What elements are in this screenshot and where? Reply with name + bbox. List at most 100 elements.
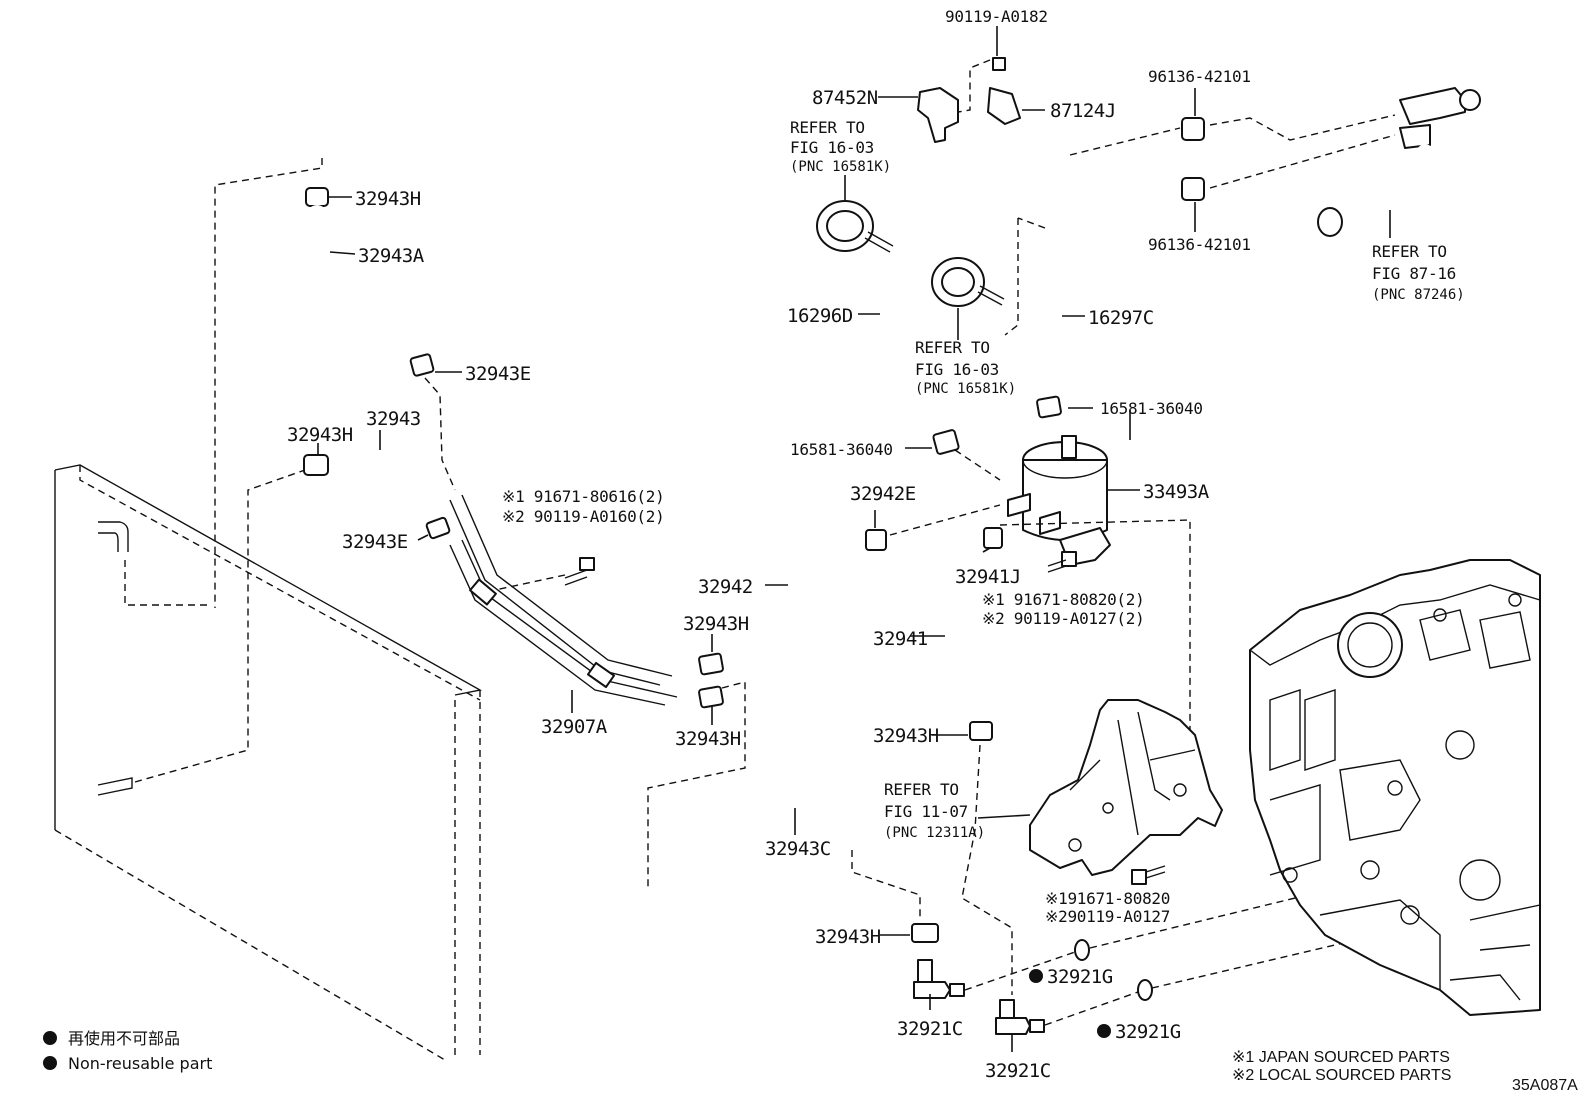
note-local-sourced: ※2 LOCAL SOURCED PARTS [1232, 1067, 1451, 1084]
label-16296d: 16296D [787, 305, 853, 327]
clamp-32943h-d [698, 685, 724, 709]
fitting-32921c-a [913, 959, 965, 999]
engine-block [1249, 559, 1541, 1016]
hose-clamp-16581k-a [816, 200, 894, 253]
label-32942: 32942 [698, 576, 753, 598]
label-refer-16-03-b-line1: REFER TO [915, 338, 990, 357]
oil-cooler-33493a [1007, 435, 1111, 566]
gasket-32921g-a [1074, 939, 1090, 961]
guide-left-top [214, 158, 323, 608]
label-32943e-b: 32943E [342, 531, 408, 553]
clamp-32943h-b [303, 454, 329, 476]
clamp-32943e-a [409, 353, 435, 377]
hose-32942 [698, 533, 857, 709]
clamp-32943h-f [911, 923, 939, 943]
label-bolt-b-line2: ※2 90119-A0127(2) [982, 609, 1144, 628]
label-refer-16-03-a-line1: REFER TO [790, 118, 865, 137]
hose-clamp-16581k-b [931, 257, 1005, 307]
clamp-16581-36040-b [1036, 395, 1062, 419]
figure-id: 35A087A [1512, 1077, 1578, 1094]
hose-32941 [900, 536, 993, 741]
label-33493a: 33493A [1143, 481, 1210, 503]
bolt-91671-80820-a [1047, 551, 1077, 573]
legend-non-reusable-jp: 再使用不可部品 [68, 1029, 180, 1048]
clamp-16581-36040-a [932, 429, 960, 455]
hose-16297c [1028, 191, 1169, 389]
label-16297c: 16297C [1088, 307, 1154, 329]
label-32943h-e: 32943H [873, 725, 939, 747]
label-32943h-d: 32943H [675, 728, 741, 750]
legend-non-reusable-en: Non-reusable part [68, 1054, 212, 1073]
leader-lines [317, 26, 1391, 1052]
label-32943h-c: 32943H [683, 613, 749, 635]
legend: 再使用不可部品 Non-reusable part [43, 1029, 212, 1073]
label-87452n: 87452N [812, 87, 878, 109]
radiator-outline [54, 464, 482, 1061]
clamp-96136-42101-top [1181, 117, 1205, 141]
label-32921g-b: 32921G [1115, 1021, 1181, 1043]
gasket-32921g-b [1137, 979, 1153, 1001]
clamp-32943h-e [969, 721, 993, 741]
note-japan-sourced: ※1 JAPAN SOURCED PARTS [1232, 1049, 1450, 1066]
label-32943h-f: 32943H [815, 926, 881, 948]
label-refer-16-03-b-line3: (PNC 16581K) [915, 381, 1016, 397]
bracket-87452n [917, 87, 959, 143]
clamp-32942e [865, 529, 887, 551]
clamp-96136-42101-bot [1181, 177, 1205, 201]
guide-32943h-d [647, 681, 746, 888]
clamp-32941j [983, 527, 1003, 549]
part-labels: 90119-A0182 87452N 87124J 96136-42101 96… [287, 7, 1465, 1082]
label-32943: 32943 [366, 408, 421, 430]
clamp-32943h-top [305, 187, 329, 207]
label-refer-11-07-line2: FIG 11-07 [884, 802, 968, 821]
label-32907a: 32907A [541, 716, 608, 738]
label-32943c: 32943C [765, 838, 831, 860]
hose-32943 [303, 442, 451, 540]
legend-dot-en [43, 1056, 57, 1070]
bracket-87124j [987, 87, 1021, 125]
hose-32943c [681, 789, 861, 904]
label-refer-87-16-line3: (PNC 87246) [1372, 287, 1465, 303]
label-32921c-a: 32921C [897, 1018, 963, 1040]
label-32941: 32941 [873, 628, 928, 650]
bolt-90119-a0182 [957, 57, 1006, 113]
label-refer-16-03-b-line2: FIG 16-03 [915, 360, 999, 379]
label-refer-11-07-line1: REFER TO [884, 780, 959, 799]
label-refer-87-16-line1: REFER TO [1372, 242, 1447, 261]
pipe-32907a [449, 494, 678, 706]
label-refer-87-16-line2: FIG 87-16 [1372, 264, 1456, 283]
label-32942e: 32942E [850, 483, 916, 505]
label-87124j: 87124J [1050, 100, 1116, 122]
label-90119-a0182: 90119-A0182 [945, 7, 1048, 26]
bolt-91671-80820-b [1131, 865, 1166, 885]
label-32921c-b: 32921C [985, 1060, 1051, 1082]
label-32921g-a: 32921G [1047, 966, 1113, 988]
mount-bracket-12311a [1029, 699, 1223, 876]
guide-32943e [424, 377, 456, 491]
label-16581-36040-a: 16581-36040 [790, 440, 893, 459]
label-32943a: 32943A [358, 245, 425, 267]
label-32943e-a: 32943E [465, 363, 531, 385]
label-bolt-a-line1: ※1 91671-80616(2) [502, 487, 664, 506]
label-96136-42101-bot: 96136-42101 [1148, 235, 1251, 254]
source-notes: ※1 JAPAN SOURCED PARTS ※2 LOCAL SOURCED … [1232, 1049, 1578, 1094]
label-32943h-a: 32943H [355, 188, 421, 210]
clamp-32943h-c [698, 652, 724, 676]
fitting-32921c-b [995, 999, 1045, 1035]
bolt-91671-80616 [494, 557, 595, 591]
label-refer-16-03-a-line3: (PNC 16581K) [790, 159, 891, 175]
hose-32943a [305, 187, 435, 377]
label-32943h-b: 32943H [287, 424, 353, 446]
legend-dot-jp [43, 1031, 57, 1045]
clamp-32943e-b [425, 516, 451, 540]
non-reusable-dot-b [1097, 1024, 1111, 1038]
label-refer-11-07-line3: (PNC 12311A) [884, 825, 985, 841]
hose-16296d [869, 148, 1070, 428]
non-reusable-dot-a [1029, 969, 1043, 983]
tee-fitting-87246 [1317, 87, 1481, 237]
label-bolt-c-line1: ※191671-80820 [1045, 889, 1170, 908]
label-96136-42101-top: 96136-42101 [1148, 67, 1251, 86]
label-refer-16-03-a-line2: FIG 16-03 [790, 138, 874, 157]
label-bolt-a-line2: ※2 90119-A0160(2) [502, 507, 664, 526]
